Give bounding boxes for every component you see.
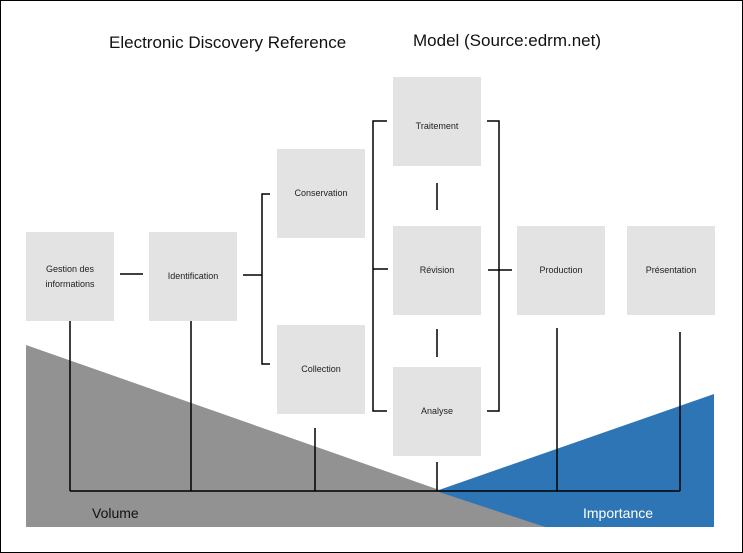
stage-identification: Identification bbox=[149, 232, 237, 321]
stage-presentation: Présentation bbox=[627, 226, 715, 315]
bracket-right-processing bbox=[487, 120, 500, 412]
stage-identification-label: Identification bbox=[167, 271, 219, 282]
bracket-conservation-collection bbox=[261, 193, 270, 365]
stage-gestion-label: Gestion des informations bbox=[45, 264, 95, 289]
stage-production: Production bbox=[517, 226, 605, 315]
stage-collection-label: Collection bbox=[301, 364, 341, 375]
stage-traitement: Traitement bbox=[393, 77, 481, 166]
stage-analyse: Analyse bbox=[393, 367, 481, 456]
volume-label: Volume bbox=[92, 505, 139, 521]
stage-conservation-label: Conservation bbox=[294, 188, 348, 199]
stage-presentation-label: Présentation bbox=[645, 265, 697, 276]
volume-wedge bbox=[26, 345, 545, 527]
bracket-left-processing bbox=[372, 120, 387, 412]
stage-gestion: Gestion des informations bbox=[26, 232, 114, 321]
stage-traitement-label: Traitement bbox=[415, 121, 459, 131]
stage-revision: Révision bbox=[393, 226, 481, 315]
title-part-2: Model (Source:edrm.net) bbox=[413, 31, 602, 50]
title-part-1: Electronic Discovery Reference bbox=[109, 33, 347, 52]
stage-revision-label: Révision bbox=[419, 265, 455, 276]
importance-wedge bbox=[436, 394, 714, 527]
importance-label: Importance bbox=[583, 505, 654, 521]
stage-analyse-label: Analyse bbox=[420, 406, 454, 417]
stage-production-label: Production bbox=[539, 265, 583, 276]
stage-collection: Collection bbox=[277, 325, 365, 414]
stage-conservation: Conservation bbox=[277, 149, 365, 238]
